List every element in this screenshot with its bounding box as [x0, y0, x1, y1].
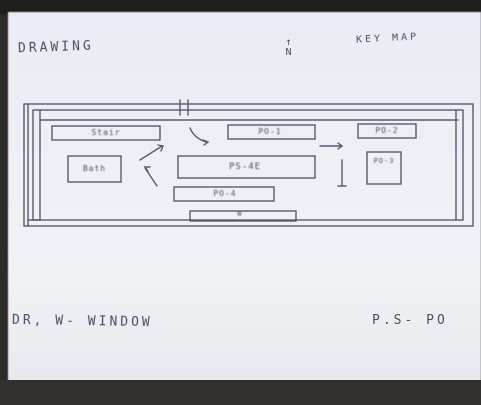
room-po1: [227, 124, 316, 140]
room-po3: [366, 151, 402, 185]
room-label-ps: PS-4E: [228, 162, 262, 172]
outer-wall: [23, 103, 474, 227]
north-marker: ↑ N: [283, 38, 297, 58]
room-label-bottom: W: [237, 210, 243, 218]
legend-right: P.S- PO: [372, 313, 448, 328]
paper-sheet: [8, 12, 481, 382]
room-label-po3: PO-3: [373, 157, 395, 165]
room-label-stair: Stair: [91, 128, 121, 137]
room-label-po2: PO-2: [375, 126, 399, 135]
room-bottom-strip: [189, 210, 297, 222]
north-arrow-icon: ↑: [285, 37, 295, 48]
legend-left: DR, W- WINDOW: [11, 312, 153, 331]
room-label-bath: Bath: [82, 164, 107, 173]
arrow: [189, 127, 207, 143]
photo-background-top: [0, 0, 481, 14]
room-stair: [51, 125, 161, 141]
room-bath: [67, 155, 122, 183]
inner-wall: [32, 109, 464, 221]
room-po4: [173, 186, 275, 202]
room-ps: [177, 155, 316, 179]
room-label-po1: PO-1: [258, 127, 282, 136]
north-letter: N: [285, 47, 295, 58]
photo-background-bottom: [0, 380, 481, 405]
room-po2: [357, 123, 417, 139]
room-label-po4: PO-4: [213, 189, 237, 198]
